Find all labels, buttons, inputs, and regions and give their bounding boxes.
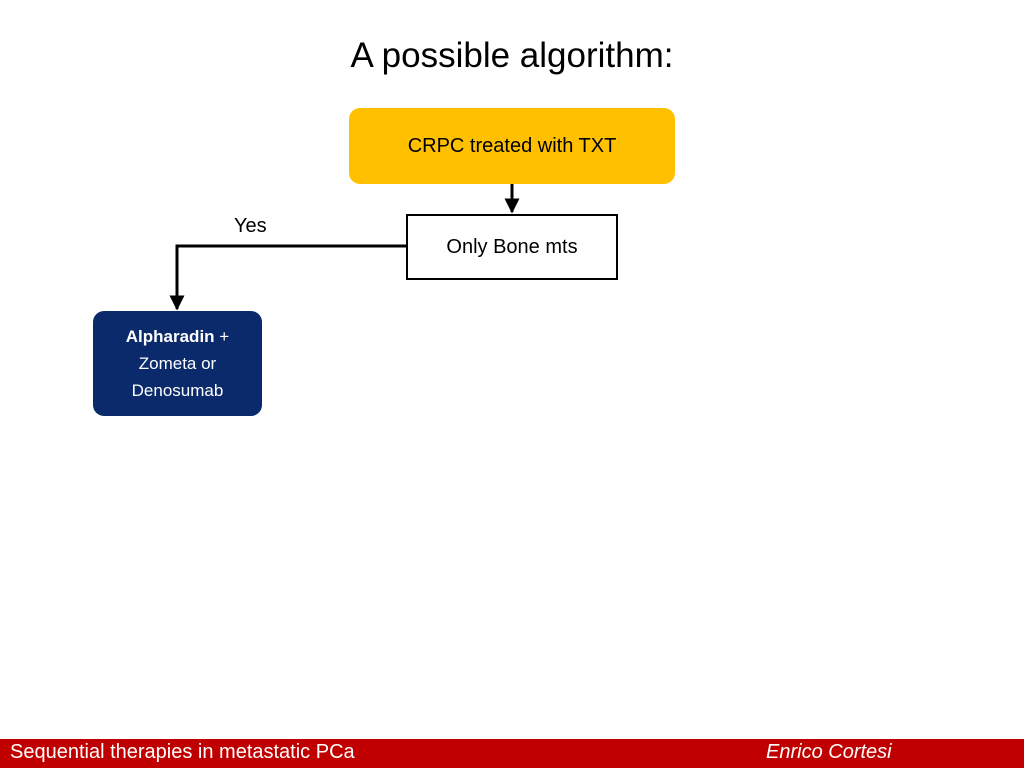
- arrow-decision-yes-to-result: [169, 244, 406, 311]
- footer-author: Enrico Cortesi: [766, 741, 892, 763]
- result-drug-name: Alpharadin: [125, 327, 215, 346]
- result-line-3: Denosumab: [131, 381, 224, 400]
- node-crpc-treated: CRPC treated with TXT: [349, 108, 675, 184]
- result-line-1: Alpharadin +: [126, 323, 229, 350]
- node-only-bone-mts-label: Only Bone mts: [446, 235, 578, 258]
- footer-bar: Sequential therapies in metastatic PCa E…: [0, 739, 1024, 768]
- edge-label-yes: Yes: [234, 215, 267, 237]
- node-only-bone-mts: Only Bone mts: [406, 214, 618, 280]
- result-plus: +: [214, 327, 230, 346]
- result-line-2: Zometa or: [138, 354, 217, 373]
- slide-title: A possible algorithm:: [350, 36, 674, 75]
- node-alpharadin-therapy: Alpharadin + Zometa or Denosumab: [93, 311, 262, 416]
- node-crpc-treated-label: CRPC treated with TXT: [407, 134, 617, 157]
- footer-presentation-title: Sequential therapies in metastatic PCa: [10, 741, 355, 763]
